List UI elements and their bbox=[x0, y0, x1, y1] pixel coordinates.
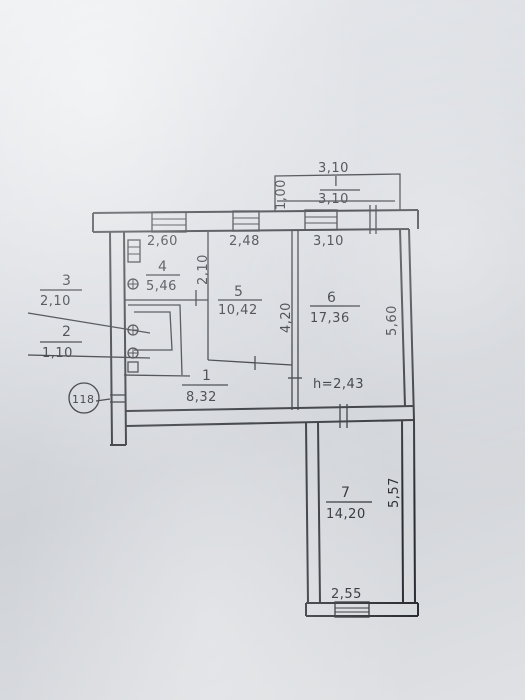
balcony-number-label: I bbox=[334, 175, 338, 190]
room2-number-label: 2 bbox=[62, 324, 71, 340]
room6-area-label: 17,36 bbox=[310, 311, 350, 326]
ceiling-height-label: h=2,43 bbox=[313, 377, 364, 392]
apartment-number-label: 118 bbox=[72, 393, 95, 406]
room6-width-label: 3,10 bbox=[313, 234, 344, 249]
room5-width-label: 2,48 bbox=[229, 234, 260, 249]
balcony-area-label: 3,10 bbox=[318, 192, 349, 207]
fixtures bbox=[127, 239, 141, 373]
room7-area-label: 14,20 bbox=[326, 507, 366, 522]
room6-number-label: 6 bbox=[327, 290, 336, 306]
room1-area-label: 8,32 bbox=[186, 390, 217, 405]
room4-depth-label: 2,10 bbox=[196, 254, 211, 285]
room4-area-label: 5,46 bbox=[146, 279, 177, 294]
room4-number-label: 4 bbox=[158, 259, 167, 275]
room5-area-label: 10,42 bbox=[218, 303, 258, 318]
room5-depth-label: 4,20 bbox=[279, 302, 294, 333]
room7-number-label: 7 bbox=[341, 485, 350, 501]
room6-depth-label: 5,60 bbox=[385, 305, 400, 336]
room4-width-label: 2,60 bbox=[147, 234, 178, 249]
balcony-width-label: 3,10 bbox=[318, 161, 349, 176]
room3-number-label: 3 bbox=[62, 273, 71, 289]
room7-width-label: 2,55 bbox=[331, 587, 362, 602]
room2-area-label: 1,10 bbox=[42, 346, 73, 361]
room3-area-label: 2,10 bbox=[40, 294, 71, 309]
room7-depth-label: 5,57 bbox=[387, 477, 402, 508]
balcony-depth-label: 1,00 bbox=[274, 179, 289, 210]
windows bbox=[151, 205, 377, 618]
room5-number-label: 5 bbox=[234, 284, 243, 300]
room1-number-label: 1 bbox=[202, 368, 211, 384]
